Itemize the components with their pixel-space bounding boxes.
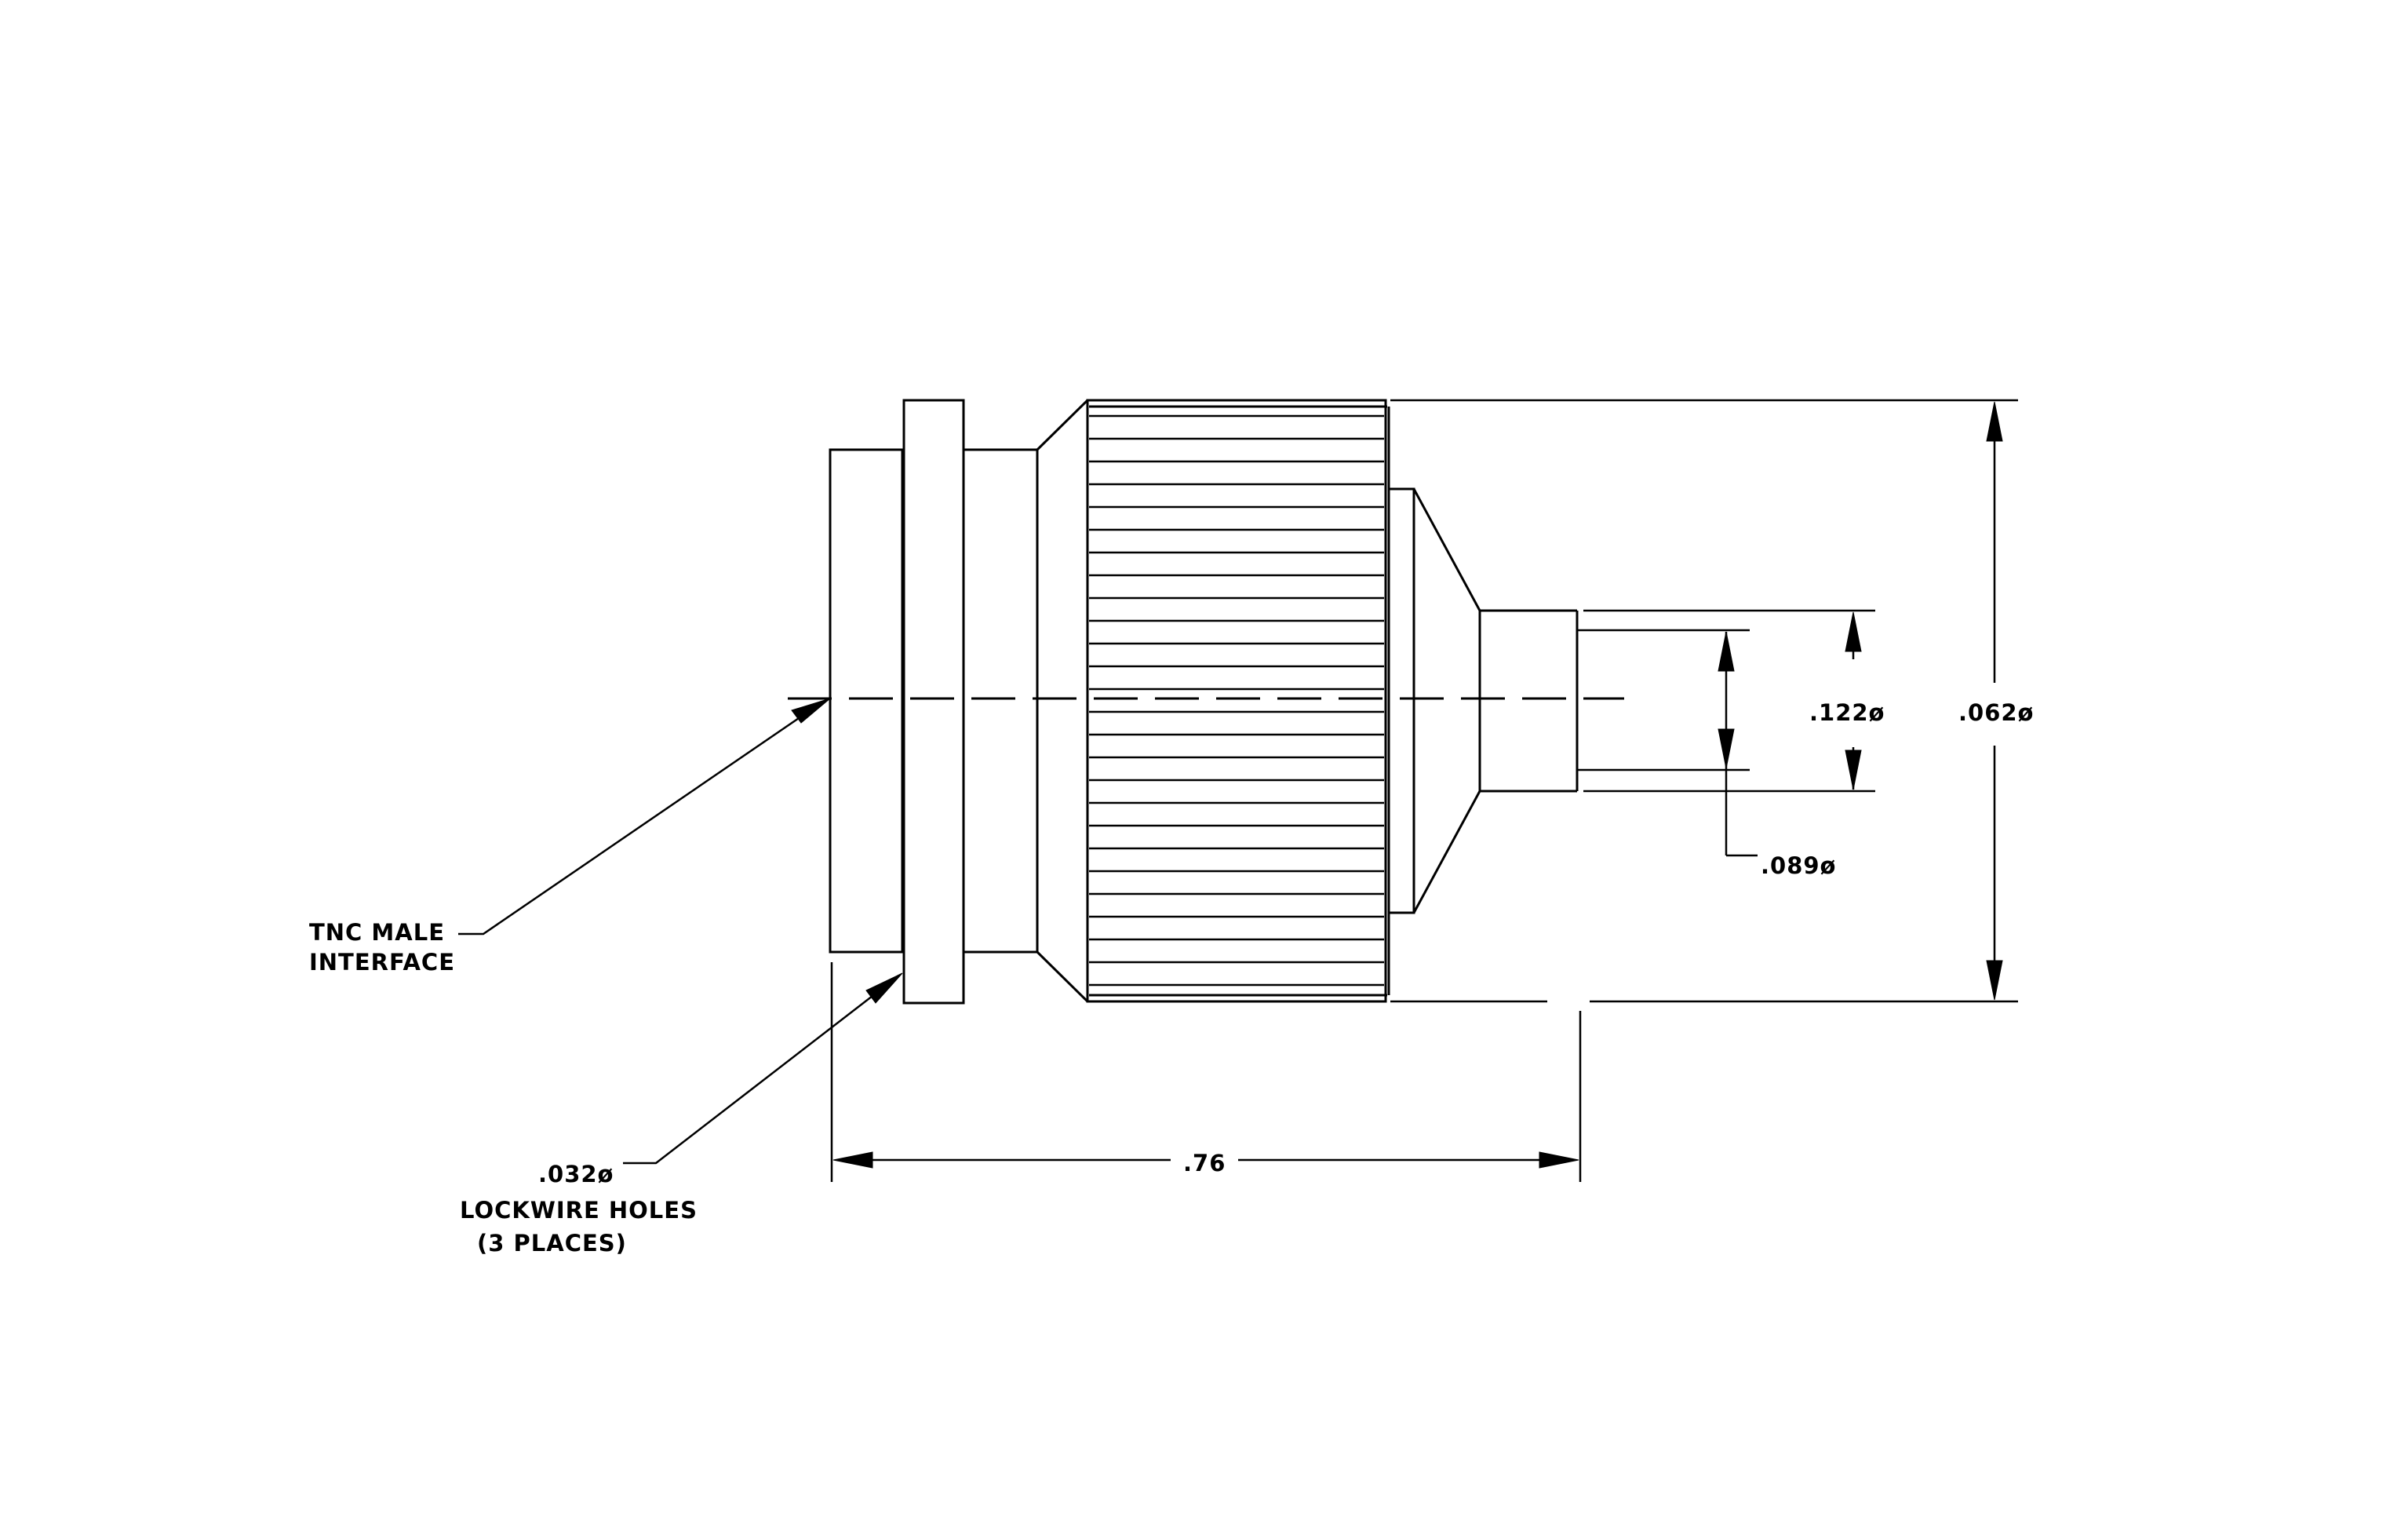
dim-pin-outer-label: .122ø <box>1809 699 1885 726</box>
dim-pin-outer: .122ø <box>1583 609 1885 793</box>
dim-outer-diameter-label: .062ø <box>1958 699 2034 726</box>
holes-label-line1: .032ø <box>538 1161 614 1187</box>
dim-length-label: .76 <box>1183 1150 1226 1176</box>
tnc-label-line1: TNC MALE <box>309 919 445 946</box>
tnc-label-line2: INTERFACE <box>309 949 455 976</box>
dim-length: .76 <box>830 962 1582 1182</box>
coupling-nut <box>1086 399 1390 1003</box>
dim-pin-inner-label: .089ø <box>1761 852 1836 879</box>
knurl-lines <box>1089 414 1384 987</box>
dim-outer-diameter: .062ø <box>1390 399 2034 1003</box>
dim-pin-inner: .089ø <box>1577 629 1836 879</box>
front-cone <box>1387 487 1579 914</box>
neck <box>962 399 1386 1003</box>
leader-tnc-interface: TNC MALE INTERFACE <box>309 698 831 976</box>
lockwire-flange <box>902 399 965 1005</box>
holes-label-line2: LOCKWIRE HOLES <box>460 1197 698 1224</box>
leader-lockwire-holes: .032ø LOCKWIRE HOLES (3 PLACES) <box>460 972 903 1257</box>
rear-body <box>829 448 904 954</box>
holes-label-line3: (3 PLACES) <box>477 1230 627 1257</box>
